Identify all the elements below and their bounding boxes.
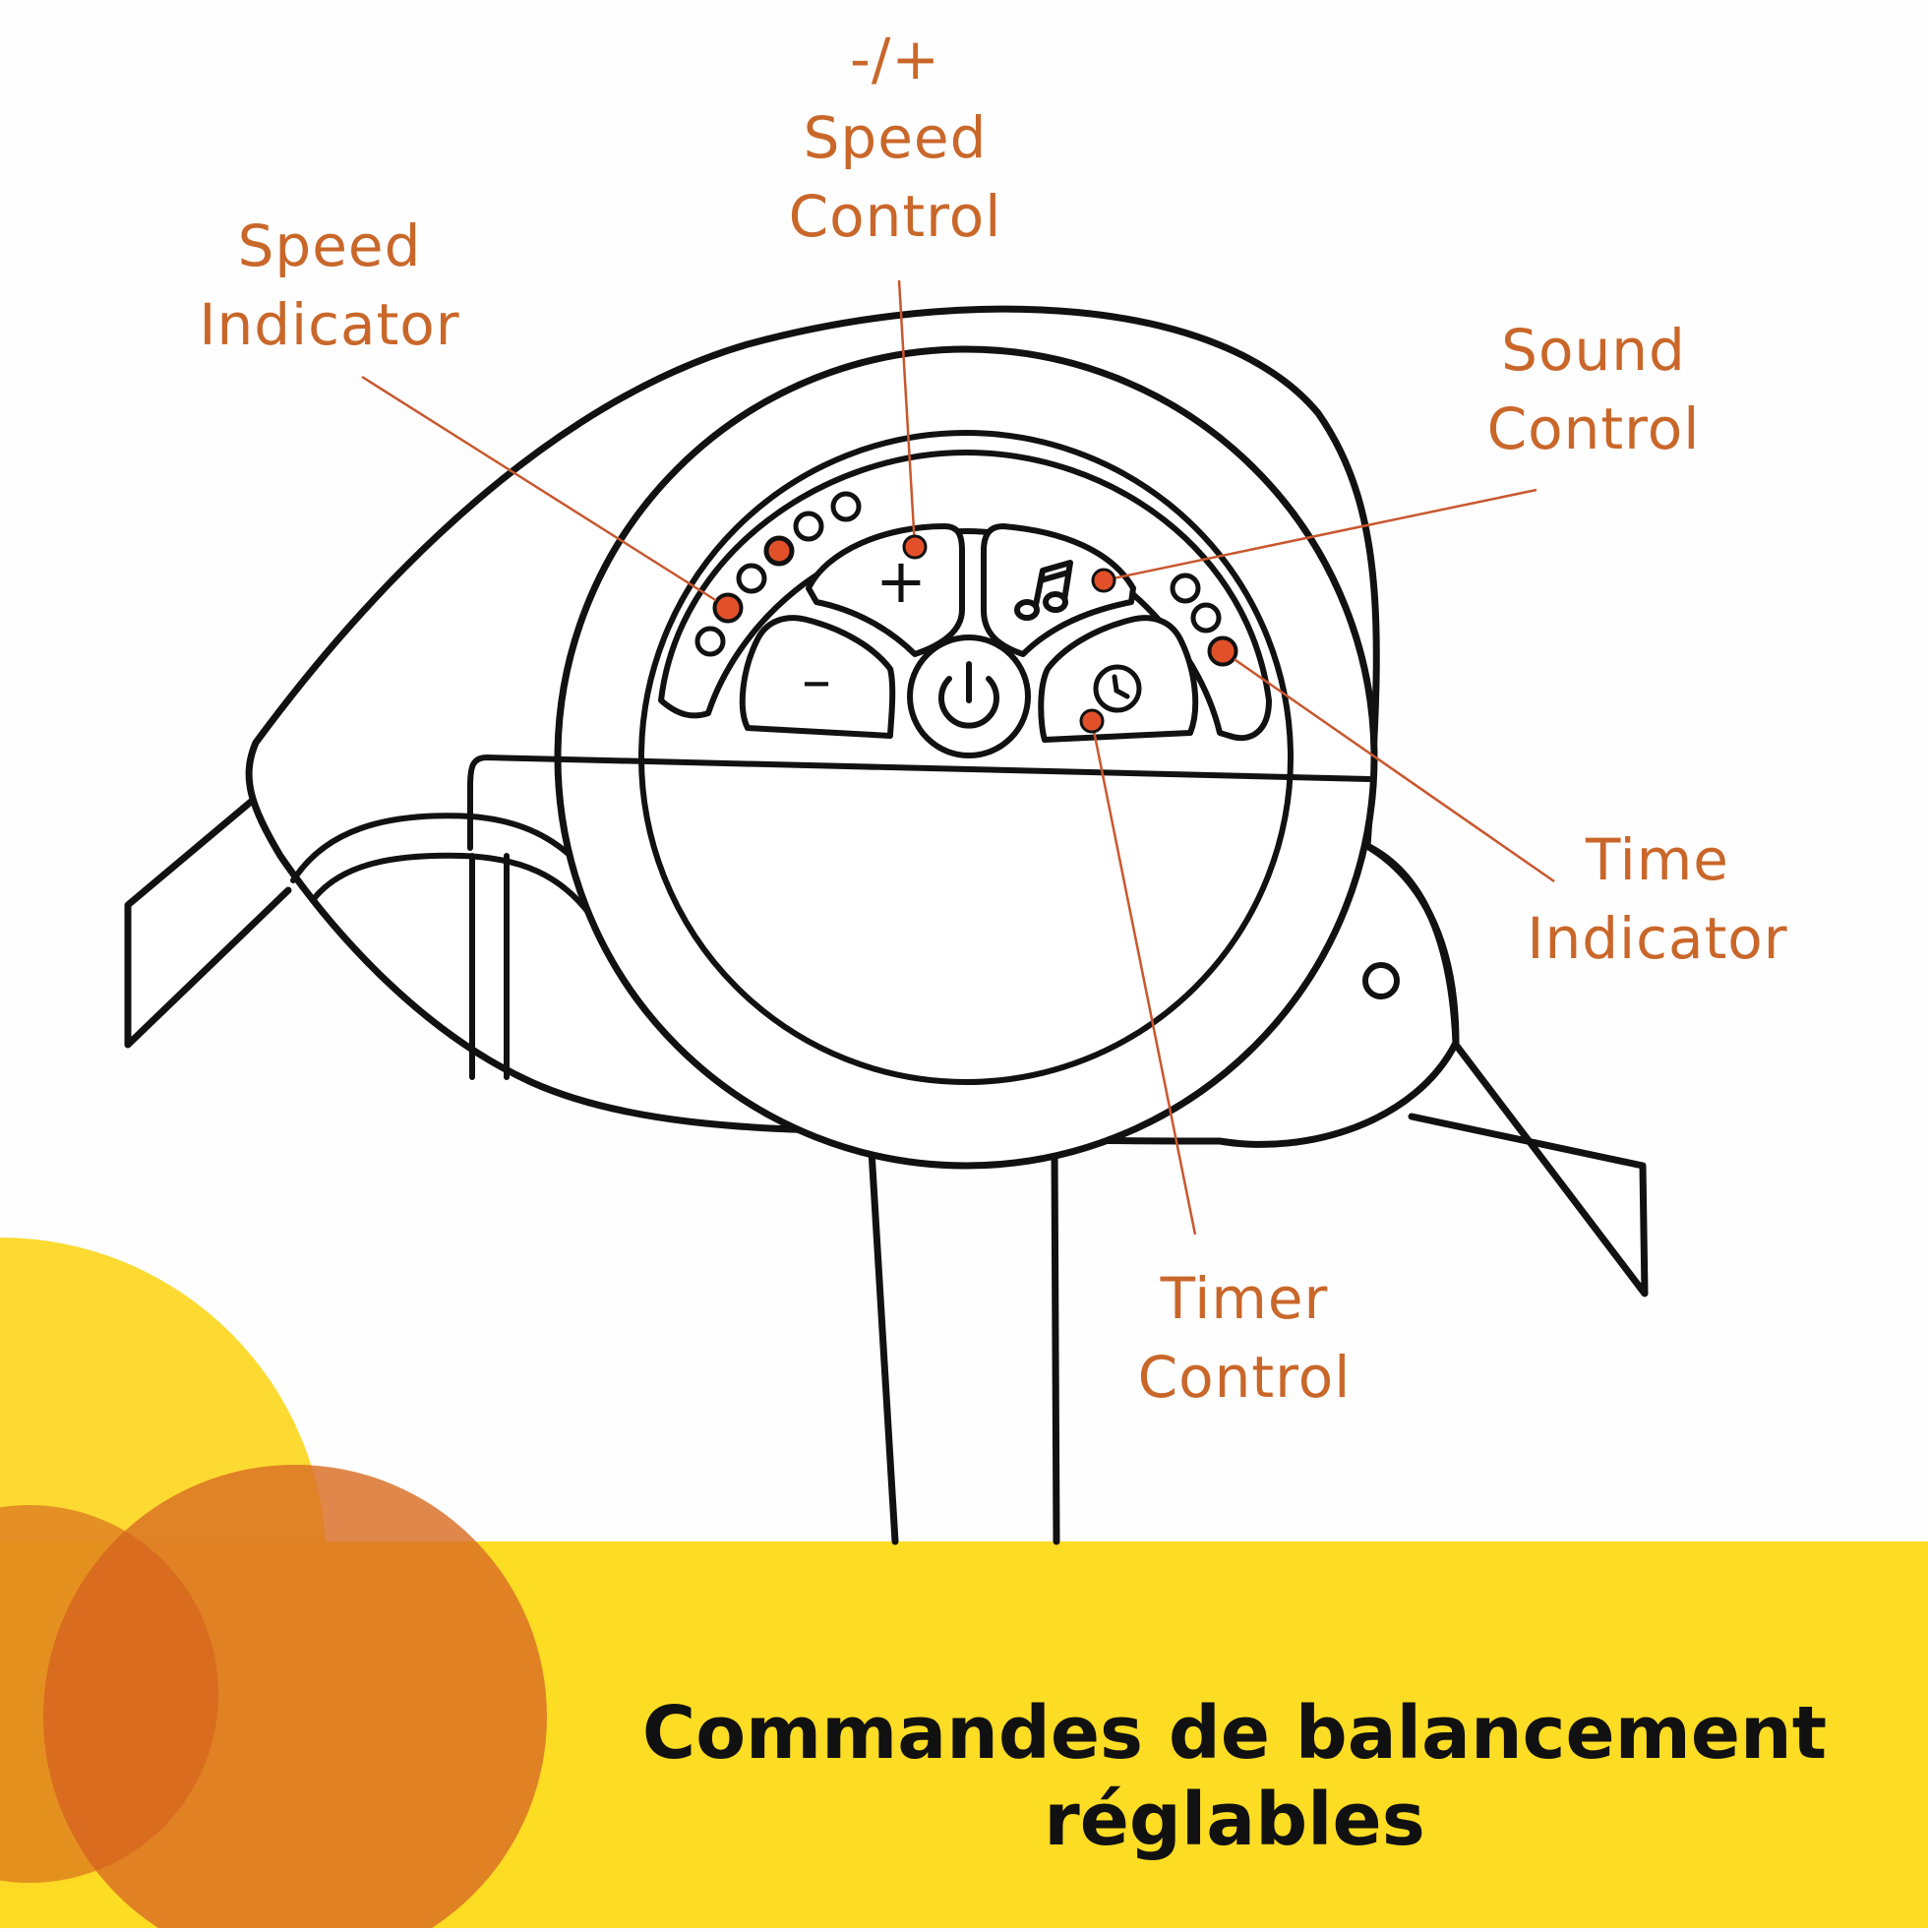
leader-speed-control	[897, 279, 917, 548]
music-note-icon	[1014, 560, 1073, 621]
plus-button[interactable]	[806, 523, 965, 657]
right-leg	[1408, 1041, 1649, 1298]
marker-sound-control	[1091, 568, 1116, 593]
support-post	[868, 1147, 1060, 1545]
power-icon	[938, 661, 999, 729]
marker-speed-indicator	[713, 593, 743, 623]
marker-time-indicator	[1208, 636, 1237, 666]
clock-icon	[1093, 664, 1142, 713]
speed-dot-4	[763, 535, 795, 567]
leader-time-indicator	[1222, 649, 1555, 883]
speed-dot-5	[793, 511, 824, 542]
marker-timer-control	[1079, 708, 1105, 734]
control-panel-frame	[658, 450, 1272, 742]
label-sound-control: Sound Control	[1486, 317, 1701, 462]
decor-circle-orange-small	[0, 1505, 218, 1883]
caption-title: Commandes de balancement réglables	[641, 1691, 1828, 1862]
speed-dot-3	[736, 563, 767, 594]
time-dot-1	[1170, 573, 1201, 604]
label-speed-control: -/+ Speed Control	[788, 26, 1002, 250]
time-dot-2	[1190, 602, 1222, 634]
leader-timer-control	[1090, 720, 1197, 1236]
label-timer-control: Timer Control	[1137, 1265, 1352, 1411]
leader-sound-control	[1103, 488, 1537, 582]
minus-glyph: –	[802, 646, 831, 715]
speed-dot-1	[694, 626, 726, 657]
rear-fin	[1363, 842, 1460, 1047]
marker-speed-control	[902, 534, 928, 560]
timer-button[interactable]	[1038, 615, 1199, 743]
lower-body-edge	[469, 853, 510, 1080]
label-time-indicator: Time Indicator	[1527, 826, 1788, 972]
minus-button[interactable]	[739, 615, 896, 739]
speed-dot-6	[830, 491, 862, 522]
leader-speed-indicator	[361, 375, 729, 610]
horizontal-seam	[467, 755, 1372, 851]
label-speed-indicator: Speed Indicator	[199, 212, 460, 358]
pivot-hole	[1362, 962, 1400, 999]
left-bulge-inner	[310, 852, 593, 918]
left-leg	[124, 798, 292, 1049]
